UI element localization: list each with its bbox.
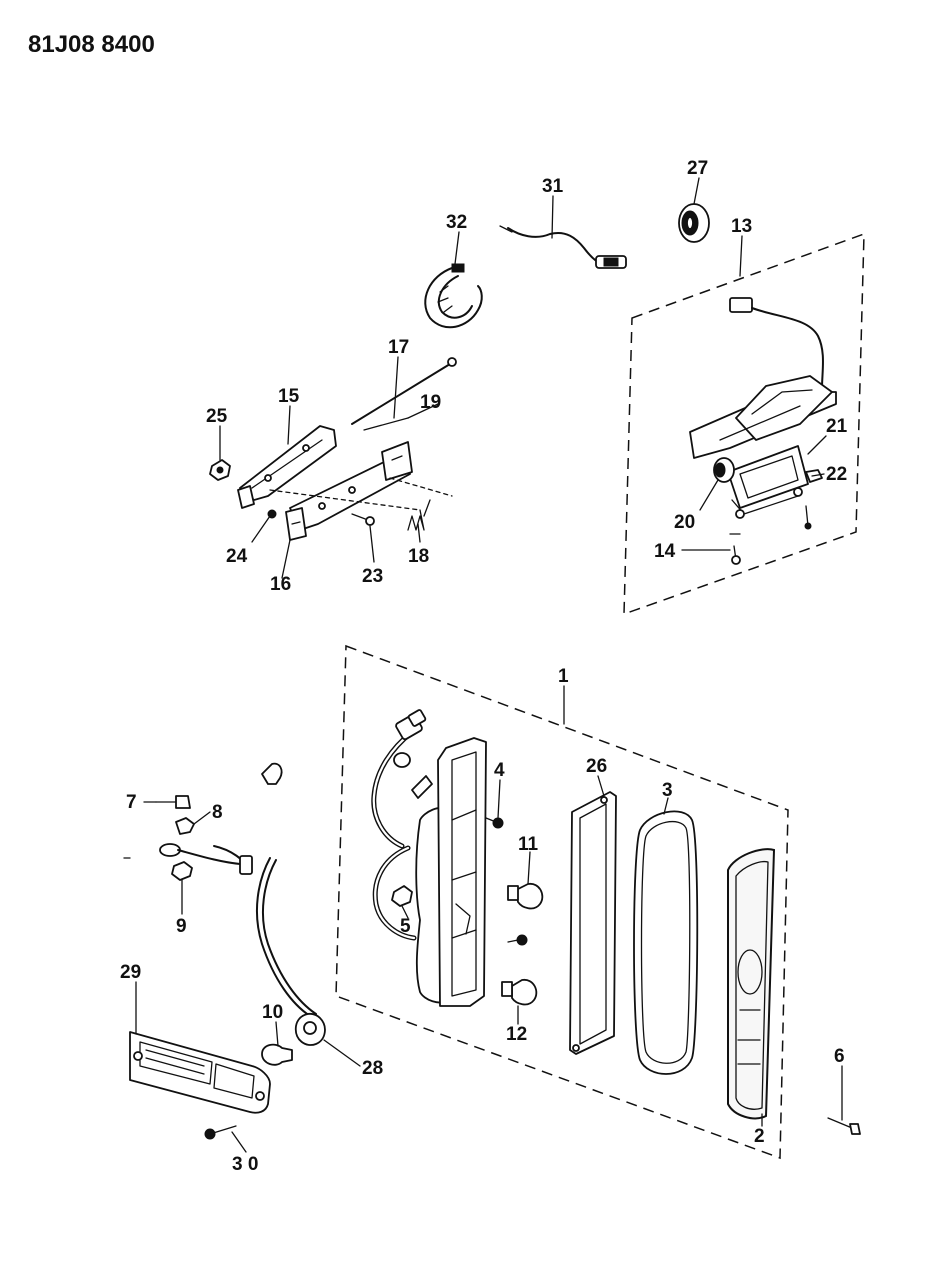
callout-29: 29 xyxy=(120,962,141,983)
callout-13: 13 xyxy=(731,216,752,237)
part-1-tail-lamp-assembly xyxy=(335,644,789,1160)
part-27-grommet xyxy=(678,203,710,243)
callout-14: 14 xyxy=(654,541,676,562)
part-29-side-marker-assembly xyxy=(129,762,326,1140)
callout-10: 10 xyxy=(262,1002,283,1023)
callout-21: 21 xyxy=(826,416,848,437)
callout-9: 9 xyxy=(176,916,187,937)
part-6-screw xyxy=(827,1117,861,1135)
callout-19: 19 xyxy=(420,392,441,413)
callout-2: 2 xyxy=(754,1126,765,1147)
callout-3: 3 xyxy=(662,780,673,801)
callout-30: 3 0 xyxy=(232,1154,258,1175)
callout-18: 18 xyxy=(408,546,429,567)
callout-26: 26 xyxy=(586,756,607,777)
callout-16: 16 xyxy=(270,574,291,595)
callout-12: 12 xyxy=(506,1024,527,1045)
part-31-wire-harness xyxy=(499,225,627,269)
callout-5: 5 xyxy=(400,916,411,937)
part-15-16-license-bracket xyxy=(209,357,457,541)
callout-11: 11 xyxy=(518,834,539,855)
callout-labels: 32 31 27 13 17 19 15 25 21 22 20 24 18 1… xyxy=(120,158,848,1175)
callout-32: 32 xyxy=(446,212,467,233)
callout-28: 28 xyxy=(362,1058,383,1079)
callout-4: 4 xyxy=(494,760,505,781)
callout-27: 27 xyxy=(687,158,708,179)
callout-31: 31 xyxy=(542,176,564,197)
callout-22: 22 xyxy=(826,464,847,485)
leader-lines xyxy=(135,177,843,1153)
part-13-license-lamp-assembly xyxy=(623,232,865,616)
callout-1: 1 xyxy=(558,666,569,687)
callout-15: 15 xyxy=(278,386,300,407)
callout-23: 23 xyxy=(362,566,383,587)
part-32-clip-ring xyxy=(424,263,483,329)
callout-8: 8 xyxy=(212,802,223,823)
callout-17: 17 xyxy=(388,337,409,358)
drawing-number: 81J08 8400 xyxy=(28,31,155,58)
callout-6: 6 xyxy=(834,1046,845,1067)
callout-24: 24 xyxy=(226,546,248,567)
callout-7: 7 xyxy=(126,792,137,813)
callout-20: 20 xyxy=(674,512,695,533)
callout-25: 25 xyxy=(206,406,228,427)
